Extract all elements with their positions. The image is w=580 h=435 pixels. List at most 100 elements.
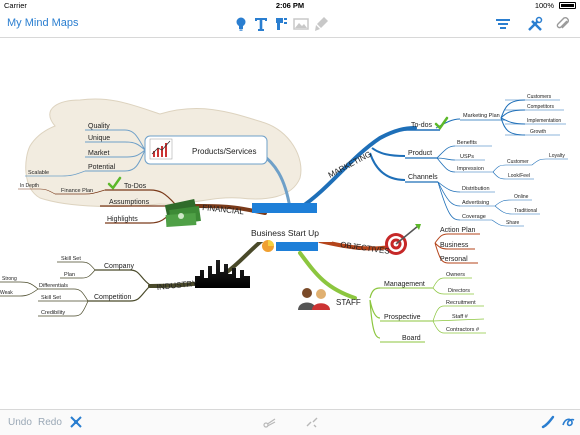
market-label[interactable]: Market	[88, 150, 109, 157]
weak-label[interactable]: Weak	[0, 290, 13, 296]
finance-plan-connector	[55, 189, 106, 195]
competition-label[interactable]: Competition	[94, 294, 131, 301]
mind-map[interactable]: Business Start Up MARKETING To-dos Marke…	[0, 38, 580, 409]
company-label[interactable]: Company	[104, 263, 134, 270]
branch-style-icon[interactable]	[540, 414, 556, 430]
assumptions-label[interactable]: Assumptions	[109, 199, 150, 206]
action-plan-label[interactable]: Action Plan	[440, 227, 476, 234]
industry-label[interactable]: INDUSTRY	[156, 279, 198, 292]
central-node[interactable]	[252, 203, 332, 251]
unlink-icon[interactable]	[304, 414, 320, 430]
impression-label[interactable]: Impression	[457, 166, 484, 172]
highlights-label[interactable]: Highlights	[107, 216, 138, 223]
marketing-to-channels	[369, 152, 406, 181]
products-services-label[interactable]: Products/Services	[192, 147, 256, 156]
business-label[interactable]: Business	[440, 242, 469, 249]
directors-label[interactable]: Directors	[448, 288, 470, 294]
usps-label[interactable]: USPs	[460, 154, 474, 160]
credibility-label[interactable]: Credibility	[41, 310, 65, 316]
implementation-label[interactable]: Implementation	[527, 118, 561, 124]
my-mind-maps-button[interactable]: My Mind Maps	[7, 17, 79, 29]
format-icon[interactable]	[272, 15, 290, 33]
top-toolbar: My Mind Maps	[0, 12, 580, 38]
customer-label[interactable]: Customer	[507, 159, 529, 165]
differentials-connectors	[0, 281, 39, 297]
loyalty-connector	[531, 158, 568, 166]
industry-connectors	[88, 269, 151, 302]
in-depth-label[interactable]: In Depth	[20, 183, 39, 189]
channels-to-distribution	[437, 181, 461, 193]
share-label[interactable]: Share	[506, 220, 520, 226]
coverage-label[interactable]: Coverage	[462, 214, 486, 220]
product-underlines	[455, 145, 493, 173]
product-connectors	[436, 145, 456, 173]
competition-skill-set-label[interactable]: Skill Set	[41, 295, 61, 301]
central-topic[interactable]: Business Start Up	[251, 228, 319, 238]
growth-label[interactable]: Growth	[530, 129, 546, 135]
staff-label[interactable]: STAFF	[336, 298, 361, 307]
list-icon[interactable]	[494, 15, 512, 33]
scissors-icon[interactable]	[262, 414, 278, 430]
pie-chart-icon	[262, 240, 274, 252]
staff-count-label[interactable]: Staff #	[452, 314, 469, 320]
differentials-label[interactable]: Differentials	[39, 283, 68, 289]
paint-icon[interactable]	[312, 15, 330, 33]
prospective-label[interactable]: Prospective	[384, 314, 421, 321]
marketing-label[interactable]: MARKETING	[327, 149, 373, 179]
potential-label[interactable]: Potential	[88, 164, 116, 171]
focus-icon[interactable]	[68, 414, 84, 430]
recruitment-label[interactable]: Recruitment	[446, 300, 476, 306]
company-skill-set-label[interactable]: Skill Set	[61, 256, 81, 262]
mplan-connector-3	[500, 117, 526, 125]
mind-map-canvas[interactable]: Business Start Up MARKETING To-dos Marke…	[0, 38, 580, 409]
marketing-branch	[298, 126, 417, 210]
image-icon[interactable]	[292, 15, 310, 33]
impression-connectors	[492, 164, 507, 180]
text-icon[interactable]	[252, 15, 270, 33]
redo-button[interactable]: Redo	[38, 417, 62, 428]
coverage-connector	[491, 219, 524, 227]
status-bar: Carrier 2:06 PM 100%	[0, 0, 580, 12]
scalable-label[interactable]: Scalable	[28, 170, 49, 176]
advertising-label[interactable]: Advertising	[462, 200, 489, 206]
competitors-label[interactable]: Competitors	[527, 104, 554, 110]
management-label[interactable]: Management	[384, 281, 425, 288]
contractors-label[interactable]: Contractors #	[446, 327, 480, 333]
product-label[interactable]: Product	[408, 150, 432, 157]
channels-label[interactable]: Channels	[408, 174, 438, 181]
strong-label[interactable]: Strong	[2, 276, 17, 282]
objectives-label[interactable]: OBJECTIVES	[340, 240, 391, 256]
marketing-plan-label[interactable]: Marketing Plan	[463, 113, 500, 119]
financial-todos-label[interactable]: To-Dos	[124, 183, 147, 190]
quality-label[interactable]: Quality	[88, 123, 110, 130]
tools-icon[interactable]	[526, 15, 544, 33]
todos-label[interactable]: To-dos	[411, 122, 433, 129]
owners-label[interactable]: Owners	[446, 272, 465, 278]
unique-label[interactable]: Unique	[88, 135, 110, 142]
potential-connector	[25, 170, 86, 177]
staff-connectors	[369, 287, 381, 339]
benefits-label[interactable]: Benefits	[457, 140, 477, 146]
personal-label[interactable]: Personal	[440, 256, 468, 263]
board-label[interactable]: Board	[402, 335, 421, 342]
online-label[interactable]: Online	[514, 194, 529, 200]
finance-plan-label[interactable]: Finance Plan	[61, 188, 93, 194]
battery-icon	[559, 2, 576, 9]
traditional-label[interactable]: Traditional	[514, 208, 537, 214]
financial-label[interactable]: FINANCIAL	[202, 203, 245, 216]
look-feel-label[interactable]: Look/Feel	[508, 173, 530, 179]
distribution-label[interactable]: Distribution	[462, 186, 490, 192]
loyalty-label[interactable]: Loyalty	[549, 153, 565, 159]
target-icon	[385, 224, 421, 255]
plan-label[interactable]: Plan	[64, 272, 75, 278]
competition-connectors	[38, 288, 89, 317]
channels-underlines	[460, 191, 495, 221]
attach-icon[interactable]	[554, 15, 572, 33]
people-icon	[298, 288, 330, 310]
impression-underlines	[506, 164, 534, 180]
check-icon	[107, 176, 122, 190]
link-style-icon[interactable]	[560, 414, 576, 430]
lightbulb-icon[interactable]	[232, 15, 250, 33]
customers-label[interactable]: Customers	[527, 94, 552, 100]
undo-button[interactable]: Undo	[8, 417, 32, 428]
